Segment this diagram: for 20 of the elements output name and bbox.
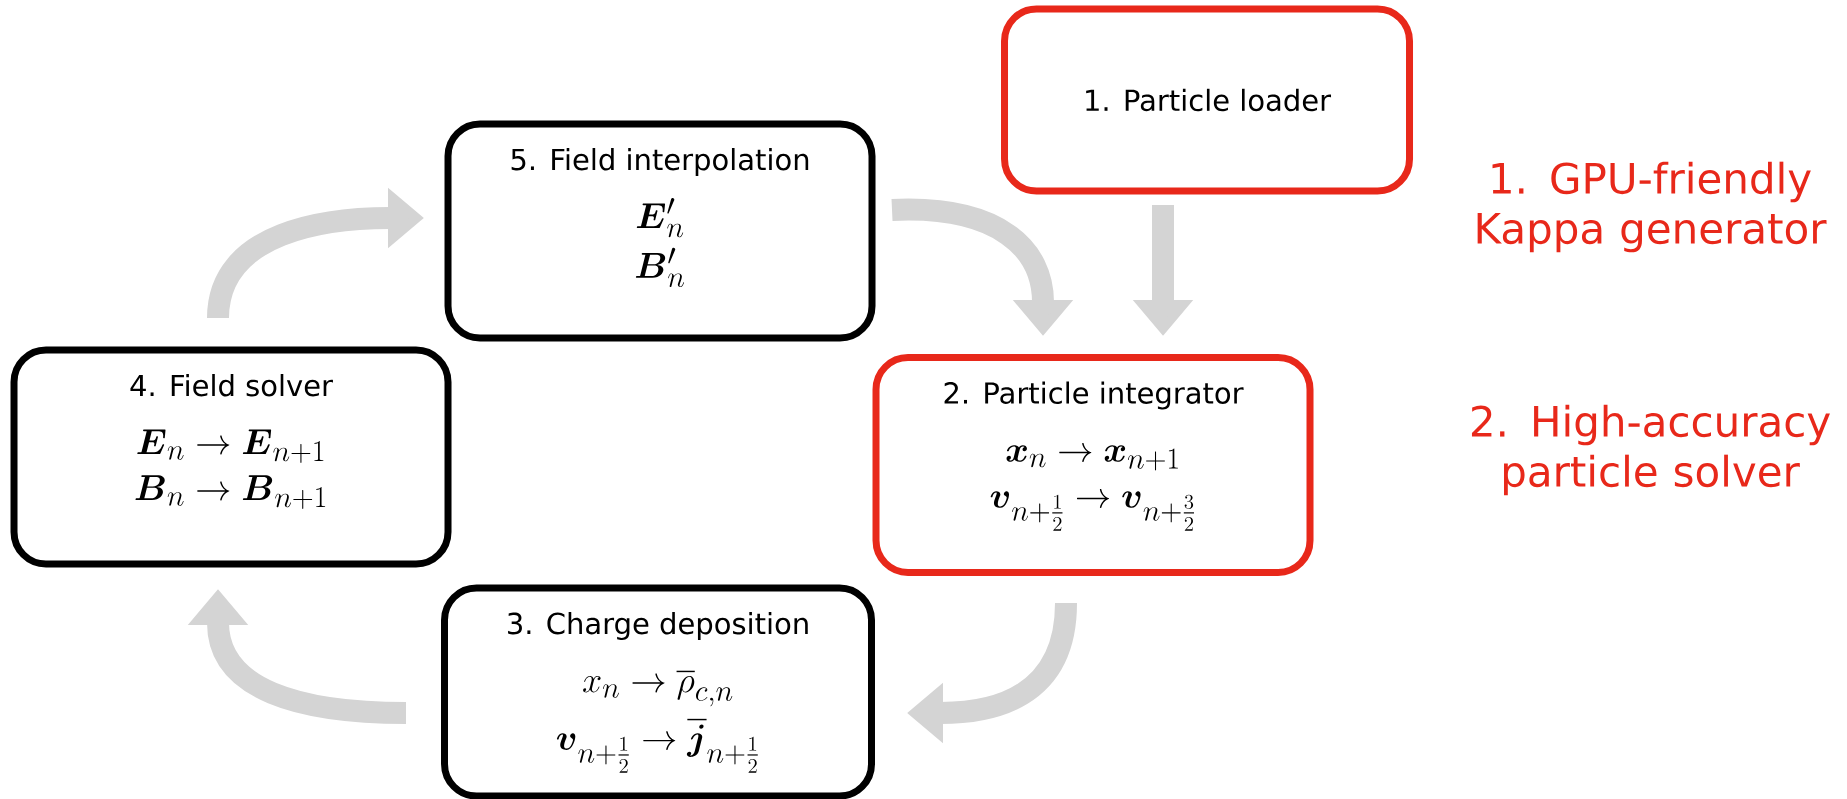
formula: $x_n \to \overline{\rho}_{c,n}$ bbox=[583, 671, 733, 707]
box-title: 5. Field interpolation bbox=[511, 148, 809, 177]
box-title: 2. Particle integrator bbox=[944, 381, 1244, 410]
process-box bbox=[444, 120, 876, 342]
formula: $\boldsymbol{E}'_n$ bbox=[636, 198, 684, 238]
formula: $\boldsymbol{B}'_n$ bbox=[635, 247, 685, 287]
side-note: 2. High-accuracy particle solver bbox=[1471, 404, 1830, 496]
box-title: 1. Particle loader bbox=[1086, 88, 1332, 112]
side-note: 1. GPU-friendly Kappa generator bbox=[1477, 161, 1827, 253]
formula: $\boldsymbol{B}_n \to \boldsymbol{B}_{n+1}$ bbox=[135, 475, 326, 509]
formula: $\boldsymbol{E}_n \to \boldsymbol{E}_{n+1}$ bbox=[137, 429, 324, 463]
process-box bbox=[441, 584, 875, 799]
formula: $\boldsymbol{v}_{n+\frac{1}{2}} \to \boldsymbol{v}_{n+\frac{3}{2}}$ bbox=[990, 489, 1195, 531]
box-title: 3. Charge deposition bbox=[508, 612, 808, 641]
formula: $\boldsymbol{v}_{n+\frac{1}{2}} \to \overline{\boldsymbol{j}}_{n+\frac{1}{2}}$ bbox=[556, 719, 758, 773]
process-box bbox=[872, 354, 1314, 576]
process-box bbox=[1001, 5, 1413, 195]
formula: $\boldsymbol{x}_n \to \boldsymbol{x}_{n+1}$ bbox=[1006, 443, 1178, 471]
process-box bbox=[10, 346, 452, 568]
box-title: 4. Field solver bbox=[130, 374, 333, 397]
